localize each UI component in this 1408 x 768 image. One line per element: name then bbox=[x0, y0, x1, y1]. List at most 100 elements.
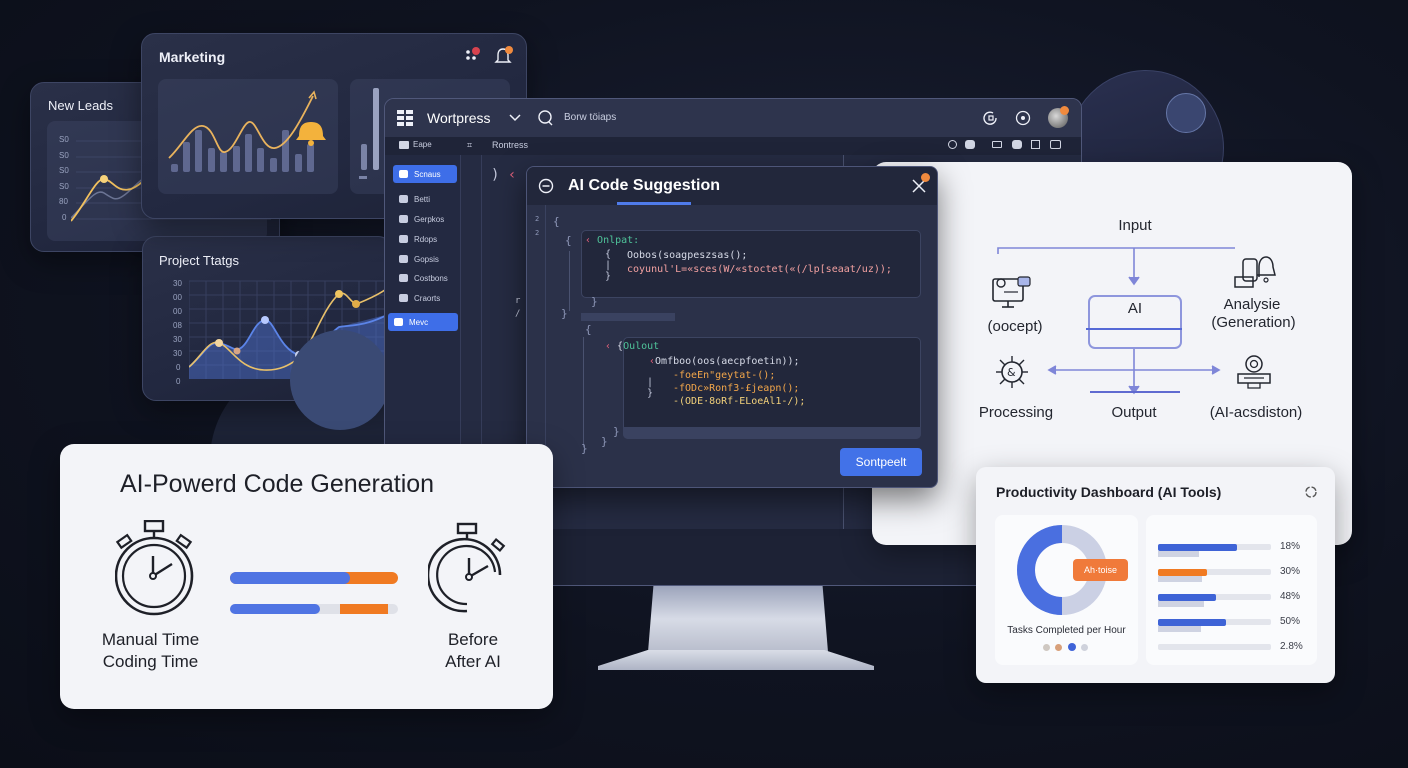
code-brace: |} bbox=[647, 377, 654, 399]
search-icon[interactable] bbox=[948, 140, 957, 149]
y-tick: 0 bbox=[176, 363, 181, 372]
settings-icon[interactable] bbox=[1015, 110, 1031, 126]
data-point bbox=[215, 339, 223, 347]
notification-dot bbox=[1060, 106, 1069, 115]
processing-icon: & bbox=[996, 356, 1028, 388]
code-block-original[interactable] bbox=[581, 230, 921, 298]
data-point bbox=[335, 290, 343, 298]
assistant-icon bbox=[1237, 355, 1271, 389]
pagination-dot[interactable] bbox=[1043, 644, 1050, 651]
sidebar-item-mevc[interactable]: Mevc bbox=[388, 313, 458, 331]
output-label: Output bbox=[1111, 404, 1157, 421]
sidebar-item-betti[interactable]: Betti bbox=[393, 190, 457, 208]
apps-icon bbox=[394, 318, 403, 326]
table-icon[interactable] bbox=[1031, 140, 1040, 149]
code-line: -fODc»Ronf3-£jeapn(); bbox=[673, 383, 800, 394]
sidebar-item-label: Rdops bbox=[414, 234, 438, 244]
sidebar-item-label: Craorts bbox=[414, 293, 441, 303]
ai-time-bar-segment bbox=[340, 604, 388, 614]
bar-percentage: 48% bbox=[1280, 591, 1301, 602]
indent-guide bbox=[583, 337, 584, 447]
layout-icon[interactable] bbox=[399, 141, 409, 149]
search-icon[interactable] bbox=[538, 110, 554, 126]
sidebar-item-craorts[interactable]: Craorts bbox=[393, 289, 457, 307]
ai-node[interactable] bbox=[1088, 295, 1182, 393]
indent-guide bbox=[569, 251, 570, 311]
y-tick: 30 bbox=[173, 335, 182, 344]
y-tick: 00 bbox=[173, 293, 182, 302]
refresh-icon[interactable] bbox=[1304, 485, 1318, 499]
y-tick: 08 bbox=[173, 321, 182, 330]
bar-fill bbox=[1158, 594, 1216, 601]
chart-icon bbox=[399, 294, 408, 302]
marketing-bars bbox=[359, 88, 379, 179]
y-tick: S0 bbox=[59, 182, 69, 191]
donut-badge: Ah·toise bbox=[1073, 559, 1128, 581]
sidebar-item-gopsis[interactable]: Gopsis bbox=[393, 250, 457, 268]
grid-menu-icon[interactable] bbox=[397, 110, 413, 126]
pagination-dot[interactable] bbox=[1055, 644, 1062, 651]
assistant-label: (AI-acsdiston) bbox=[1209, 404, 1303, 421]
line-number: 2 bbox=[535, 229, 540, 237]
code-brace: } bbox=[613, 425, 620, 438]
line-number: 2 bbox=[535, 215, 540, 223]
code-block-label: ‹ {Oulout bbox=[605, 341, 660, 352]
apps-icon[interactable] bbox=[465, 46, 483, 64]
refresh-icon[interactable] bbox=[983, 110, 999, 126]
card-title: AI-Powerd Code Generation bbox=[120, 470, 435, 498]
generation-label: (Generation) bbox=[1211, 314, 1296, 331]
y-tick: 0 bbox=[176, 377, 181, 386]
decorative-circle bbox=[290, 330, 390, 430]
plugins-icon bbox=[399, 235, 408, 243]
sidebar-header[interactable]: Eape bbox=[413, 140, 432, 149]
donut-caption: Tasks Completed per Hour bbox=[1007, 625, 1126, 636]
code-brace: {|} bbox=[605, 249, 612, 282]
analysis-icon bbox=[1234, 256, 1276, 288]
y-tick: S0 bbox=[59, 135, 69, 144]
bell-icon bbox=[296, 122, 326, 140]
ai-code-suggestion-dialog: AI Code Suggestion 2 2 { { ‹ Onlpat: {|}… bbox=[526, 166, 938, 488]
app-title: Wortpress bbox=[427, 110, 491, 126]
collapse-icon[interactable]: ⌗ bbox=[467, 140, 473, 150]
chevron-down-icon[interactable] bbox=[509, 113, 521, 123]
bar-track bbox=[1158, 569, 1271, 575]
monitor-base bbox=[598, 650, 874, 670]
pagination-dot-active[interactable] bbox=[1068, 643, 1076, 651]
sidebar-item-rdops[interactable]: Rdops bbox=[393, 230, 457, 248]
sidebar-item-scnaus[interactable]: Scnaus bbox=[393, 165, 457, 183]
analysis-label: Analysie bbox=[1223, 296, 1281, 313]
sidebar-item-costbons[interactable]: Costbons bbox=[393, 269, 457, 287]
code-highlight bbox=[581, 313, 675, 321]
panel-title: New Leads bbox=[48, 98, 114, 113]
code-highlight bbox=[623, 427, 921, 439]
data-point bbox=[261, 316, 269, 324]
users-icon[interactable] bbox=[1012, 140, 1022, 149]
bar-percentage: 30% bbox=[1280, 566, 1301, 577]
grid-icon bbox=[399, 274, 408, 282]
panel-icon[interactable] bbox=[1050, 140, 1061, 149]
sidebar-item-gerpkos[interactable]: Gerpkos bbox=[393, 210, 457, 228]
close-icon[interactable] bbox=[912, 179, 926, 193]
monitor-icon bbox=[399, 195, 408, 203]
code-brace: } bbox=[561, 307, 568, 320]
pagination-dot[interactable] bbox=[1081, 644, 1088, 651]
window-icon[interactable] bbox=[992, 141, 1002, 148]
svg-text:&: & bbox=[1007, 366, 1016, 379]
bar-secondary bbox=[1158, 601, 1204, 607]
search-input[interactable]: Borw töiaps bbox=[564, 112, 617, 123]
apply-suggestion-button[interactable]: Sontpeelt bbox=[840, 448, 922, 476]
code-line: coyunul'L=«sces(W/«stoctet(«(/lp[seaat/u… bbox=[627, 264, 892, 275]
sidebar-item-label: Scnaus bbox=[414, 169, 441, 179]
code-brace: } bbox=[601, 435, 608, 448]
gear-icon bbox=[399, 170, 408, 178]
subheader-title: Rontress bbox=[492, 140, 529, 150]
panel-title: Marketing bbox=[159, 49, 226, 65]
extension-icon[interactable] bbox=[965, 140, 975, 149]
bar-track bbox=[1158, 644, 1271, 650]
image-icon bbox=[399, 215, 408, 223]
y-tick: 30 bbox=[173, 279, 182, 288]
minus-circle-icon[interactable] bbox=[538, 178, 554, 194]
monitor-stand bbox=[648, 586, 828, 652]
bell-icon[interactable] bbox=[494, 46, 514, 66]
